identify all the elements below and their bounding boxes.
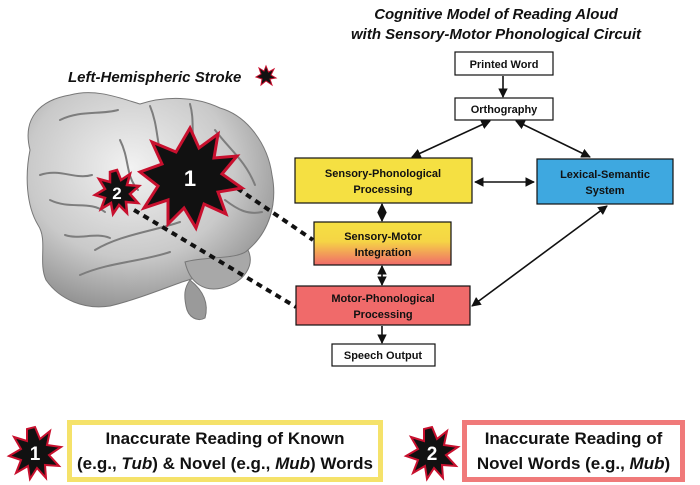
legend-2-number: 2	[427, 444, 438, 465]
box-speech-output-label: Speech Output	[344, 350, 423, 362]
box-speech-output: Speech Output	[331, 343, 436, 367]
box-sensory-phonological-line-2: Processing	[353, 184, 412, 196]
legend-1-line-2: (e.g., Tub) & Novel (e.g., Mub) Words	[77, 454, 373, 473]
lesion-connectors	[132, 180, 315, 309]
legend-2-example-novel: Mub	[629, 454, 665, 473]
title-line-2: with Sensory-Motor Phonological Circuit	[351, 26, 642, 43]
lesion-2-burst: 2	[91, 168, 143, 218]
legend-2-burst: 2	[403, 425, 461, 482]
box-sensory-motor-line-1: Sensory-Motor	[344, 231, 422, 243]
lesion-1-number: 1	[184, 166, 196, 191]
box-motor-phonological: Motor-Phonological Processing	[295, 285, 471, 326]
box-sensory-phonological-line-1: Sensory-Phonological	[325, 168, 441, 180]
legend-1-number: 1	[30, 444, 41, 465]
box-sensory-phonological: Sensory-Phonological Processing	[294, 157, 473, 204]
connector-lesion-2-to-motor-phonological	[132, 208, 298, 309]
model-arrows	[377, 76, 608, 344]
legend-2-line-2: Novel Words (e.g., Mub)	[476, 454, 671, 473]
box-motor-phonological-line-2: Processing	[353, 309, 412, 321]
box-printed-word-label: Printed Word	[470, 59, 539, 71]
box-motor-phonological-line-1: Motor-Phonological	[331, 293, 434, 305]
title-line-1: Cognitive Model of Reading Aloud	[374, 6, 618, 23]
legend-1-line-1: Inaccurate Reading of Known	[105, 429, 345, 448]
box-lexical-semantic-line-2: System	[585, 185, 624, 197]
box-lexical-semantic: Lexical-Semantic System	[536, 158, 674, 205]
box-sensory-motor-integration: Sensory-Motor Integration	[313, 221, 452, 266]
box-orthography-label: Orthography	[471, 104, 538, 116]
arrow-orthography-sensory-phonological	[411, 120, 491, 158]
lesion-1-burst: 1	[136, 124, 246, 232]
legend-box-1: Inaccurate Reading of Known (e.g., Tub) …	[67, 420, 383, 482]
box-lexical-semantic-line-1: Lexical-Semantic	[560, 169, 650, 181]
legend-box-2: Inaccurate Reading of Novel Words (e.g.,…	[462, 420, 685, 482]
box-printed-word: Printed Word	[454, 51, 554, 76]
legend-1-example-novel: Mub	[275, 454, 311, 473]
stroke-label: Left-Hemispheric Stroke	[68, 69, 241, 86]
lesion-2-number: 2	[112, 184, 121, 203]
legend-1-burst: 1	[6, 425, 64, 482]
arrow-orthography-lexical-semantic	[515, 120, 591, 158]
legend-1-example-known: Tub	[121, 454, 153, 473]
box-sensory-motor-line-2: Integration	[355, 247, 412, 259]
legend-2-line-1: Inaccurate Reading of	[484, 429, 663, 448]
arrow-lexical-semantic-motor-phonological	[471, 205, 608, 307]
stroke-label-icon	[254, 64, 278, 87]
box-orthography: Orthography	[454, 97, 554, 121]
